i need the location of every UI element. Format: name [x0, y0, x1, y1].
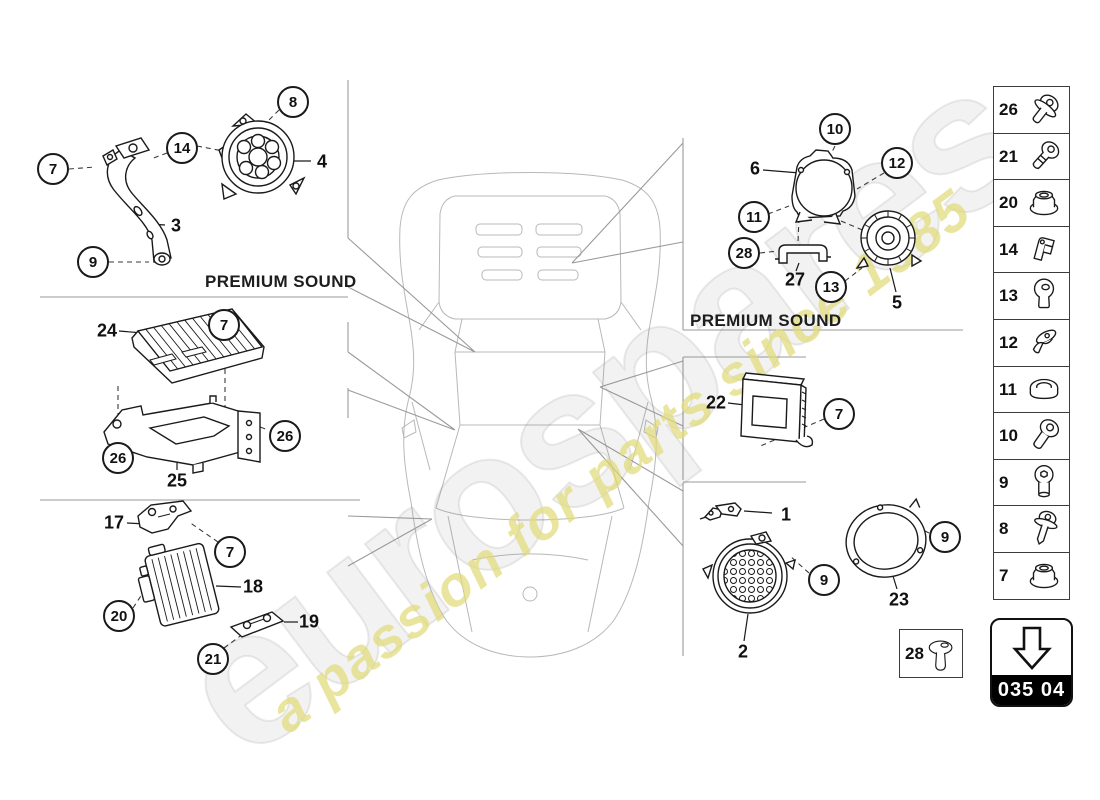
part-number-25[interactable]: 25	[166, 470, 188, 491]
part-24-amplifier	[131, 308, 265, 384]
part-number-19[interactable]: 19	[298, 611, 320, 632]
premium-sound-label-right: PREMIUM SOUND	[690, 311, 842, 330]
legend-item-number: 14	[999, 239, 1018, 259]
callout-26-6[interactable]: 26	[269, 420, 301, 452]
callout-7-7[interactable]: 7	[214, 536, 246, 568]
part-2-speaker	[702, 531, 796, 614]
part-23-ring	[845, 497, 927, 578]
part-6-speaker-ring	[791, 149, 856, 225]
callout-7-4[interactable]: 7	[208, 309, 240, 341]
part-3-bracket	[102, 137, 172, 266]
inset-part-28[interactable]: 28	[899, 629, 963, 678]
callout-9-16[interactable]: 9	[808, 564, 840, 596]
collar-nut-icon	[1029, 378, 1059, 399]
part-18-amplifier	[137, 542, 220, 627]
callout-8-2[interactable]: 8	[277, 86, 309, 118]
legend-item-7[interactable]: 7	[993, 552, 1070, 601]
legend-item-20[interactable]: 20	[993, 179, 1070, 228]
legend-item-12[interactable]: 12	[993, 319, 1070, 368]
legend-item-9[interactable]: 9	[993, 458, 1070, 507]
callout-9-3[interactable]: 9	[77, 246, 109, 278]
part-number-4[interactable]: 4	[316, 151, 328, 172]
part-1-clip	[699, 502, 742, 521]
part-17-bracket	[137, 500, 193, 534]
round-screw-icon	[1033, 278, 1055, 309]
premium-sound-label-left: PREMIUM SOUND	[205, 272, 357, 291]
wing-clip-icon	[1032, 329, 1057, 354]
part-number-24[interactable]: 24	[96, 320, 118, 341]
down-arrow-icon	[1011, 626, 1052, 670]
fastener-legend: 26 21 20 14 13 12 11 10 9 8 7	[993, 86, 1070, 601]
legend-item-number: 21	[999, 146, 1018, 166]
part-22-module	[740, 372, 814, 448]
legend-item-11[interactable]: 11	[993, 365, 1070, 414]
part-number-1[interactable]: 1	[780, 504, 792, 525]
part-27-clip	[775, 244, 831, 264]
part-number-27[interactable]: 27	[784, 269, 806, 290]
legend-item-21[interactable]: 21	[993, 132, 1070, 181]
legend-item-13[interactable]: 13	[993, 272, 1070, 321]
part-5-speaker	[855, 210, 923, 269]
callout-7-15[interactable]: 7	[823, 398, 855, 430]
legend-item-14[interactable]: 14	[993, 225, 1070, 274]
rivet-inset-icon	[928, 640, 953, 671]
washer-screw-icon	[1034, 511, 1058, 546]
callout-11-12[interactable]: 11	[738, 201, 770, 233]
section-code: 035 04	[992, 675, 1071, 705]
torx-screw-icon	[1034, 464, 1054, 498]
legend-item-number: 11	[999, 379, 1017, 399]
part-number-6[interactable]: 6	[749, 158, 761, 179]
part-number-17[interactable]: 17	[103, 512, 125, 533]
legend-item-26[interactable]: 26	[993, 86, 1070, 134]
part-number-22[interactable]: 22	[705, 392, 727, 413]
callout-21-9[interactable]: 21	[197, 643, 229, 675]
legend-item-number: 10	[999, 426, 1018, 446]
screw-washer-icon	[1032, 94, 1059, 124]
part-number-5[interactable]: 5	[891, 292, 903, 313]
clip-bracket-icon	[1033, 236, 1055, 261]
legend-item-number: 8	[999, 519, 1009, 539]
callout-7-0[interactable]: 7	[37, 153, 69, 185]
flange-nut-icon	[1029, 563, 1059, 589]
callout-28-13[interactable]: 28	[728, 237, 760, 269]
legend-item-number: 26	[999, 100, 1018, 119]
part-number-2[interactable]: 2	[737, 641, 749, 662]
legend-item-8[interactable]: 8	[993, 505, 1070, 554]
callout-14-1[interactable]: 14	[166, 132, 198, 164]
part-25-bracket	[103, 395, 261, 474]
section-code-box[interactable]: 035 04	[990, 618, 1073, 707]
legend-item-number: 20	[999, 193, 1018, 213]
part-number-23[interactable]: 23	[888, 589, 910, 610]
part-19-plate	[229, 611, 285, 638]
legend-item-number: 9	[999, 472, 1009, 492]
inset-part-number: 28	[905, 643, 924, 663]
part-4-tweeter	[218, 113, 306, 200]
legend-item-number: 13	[999, 286, 1018, 306]
callout-13-14[interactable]: 13	[815, 271, 847, 303]
callout-9-17[interactable]: 9	[929, 521, 961, 553]
legend-item-number: 12	[999, 333, 1018, 353]
legend-item-10[interactable]: 10	[993, 412, 1070, 461]
button-screw-icon	[1033, 419, 1060, 450]
flange-nut-icon	[1029, 190, 1059, 216]
callout-12-11[interactable]: 12	[881, 147, 913, 179]
callout-26-5[interactable]: 26	[102, 442, 134, 474]
part-number-3[interactable]: 3	[170, 215, 182, 236]
screw-icon	[1032, 140, 1060, 169]
callout-20-8[interactable]: 20	[103, 600, 135, 632]
part-number-18[interactable]: 18	[242, 576, 264, 597]
legend-item-number: 7	[999, 566, 1009, 586]
callout-10-10[interactable]: 10	[819, 113, 851, 145]
